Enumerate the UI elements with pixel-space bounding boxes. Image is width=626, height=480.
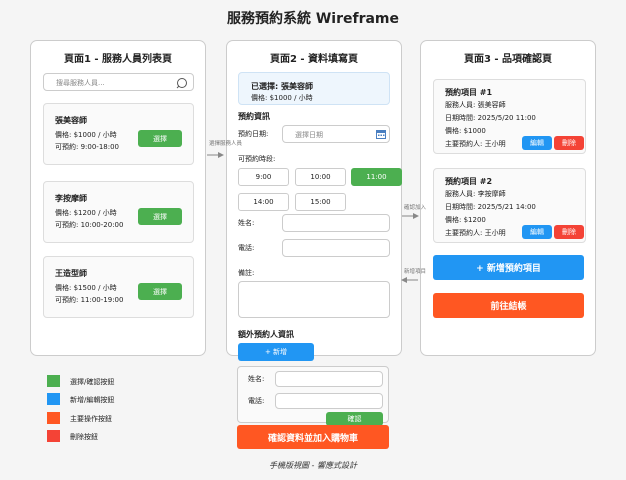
booking-main-booker: 主要預約人: 王小明 — [445, 229, 506, 237]
search-placeholder: 搜尋服務人員... — [56, 79, 105, 87]
booking-main-booker: 主要預約人: 王小明 — [445, 140, 506, 148]
edit-button[interactable]: 編輯 — [522, 136, 552, 150]
legend-label: 選擇/確認按鈕 — [70, 378, 115, 386]
legend-label: 刪除按鈕 — [70, 433, 98, 441]
name-label: 姓名: — [238, 219, 255, 227]
search-input[interactable]: 搜尋服務人員... — [43, 73, 194, 91]
page1-panel: 頁面1 - 服務人員列表頁 搜尋服務人員... 張美容師 價格: $1000 /… — [30, 40, 206, 356]
date-label: 預約日期: — [238, 130, 269, 138]
staff-name: 王造型師 — [55, 269, 87, 278]
page2-title: 頁面2 - 資料填寫頁 — [269, 54, 359, 65]
time-slot-selected[interactable]: 11:00 — [351, 168, 402, 186]
add-to-cart-button[interactable]: 確認資料並加入購物車 — [237, 425, 389, 449]
arrow-label-select: 選擇服務人員 — [209, 141, 243, 147]
page3-title: 頁面3 - 品項確認頁 — [463, 54, 553, 65]
staff-card-3: 王造型師 價格: $1500 / 小時 可預約: 11:00-19:00 選擇 — [43, 256, 194, 318]
staff-availability: 可預約: 9:00-18:00 — [55, 143, 120, 151]
time-slot[interactable]: 9:00 — [238, 168, 289, 186]
booking-price: 價格: $1200 — [445, 216, 486, 224]
search-icon — [176, 78, 187, 89]
booking-section-heading: 預約資訊 — [238, 112, 270, 121]
extra-name-label: 姓名: — [248, 375, 265, 383]
selected-price: 價格: $1000 / 小時 — [251, 94, 313, 102]
time-slot[interactable]: 10:00 — [295, 168, 346, 186]
add-booker-button[interactable]: + 新增 — [238, 343, 314, 361]
time-slot[interactable]: 14:00 — [238, 193, 289, 211]
extra-booker-form: 姓名: 電話: 確認 — [237, 366, 389, 426]
calendar-icon — [376, 130, 386, 139]
staff-card-1: 張美容師 價格: $1000 / 小時 可預約: 9:00-18:00 選擇 — [43, 103, 194, 165]
date-input[interactable]: 選擇日期 — [282, 125, 390, 143]
note-label: 備註: — [238, 269, 255, 277]
legend-swatch-delete — [47, 430, 60, 442]
booking-datetime: 日期時間: 2025/5/21 14:00 — [445, 203, 536, 211]
staff-price: 價格: $1500 / 小時 — [55, 284, 117, 292]
selected-staff: 已選擇: 張美容師 — [251, 82, 313, 91]
booking-price: 價格: $1000 — [445, 127, 486, 135]
booking-staff: 服務人員: 張美容師 — [445, 101, 506, 109]
legend-swatch-select — [47, 375, 60, 387]
staff-card-2: 李按摩師 價格: $1200 / 小時 可預約: 10:00-20:00 選擇 — [43, 181, 194, 243]
select-staff-button[interactable]: 選擇 — [138, 130, 182, 147]
delete-button[interactable]: 刪除 — [554, 136, 584, 150]
booking-item-2: 預約項目 #2 服務人員: 李按摩師 日期時間: 2025/5/21 14:00… — [433, 168, 586, 243]
select-staff-button[interactable]: 選擇 — [138, 208, 182, 225]
add-booking-item-button[interactable]: + 新增預約項目 — [433, 255, 584, 280]
booking-item-title: 預約項目 #1 — [445, 88, 493, 97]
selected-staff-summary: 已選擇: 張美容師 價格: $1000 / 小時 — [238, 72, 390, 105]
note-textarea[interactable] — [238, 281, 390, 318]
staff-name: 李按摩師 — [55, 194, 87, 203]
booking-staff: 服務人員: 李按摩師 — [445, 190, 506, 198]
extra-booker-heading: 額外預約人資訊 — [238, 330, 294, 339]
page2-panel: 頁面2 - 資料填寫頁 已選擇: 張美容師 價格: $1000 / 小時 預約資… — [226, 40, 402, 361]
extra-confirm-button[interactable]: 確認 — [326, 412, 383, 426]
staff-name: 張美容師 — [55, 116, 87, 125]
staff-price: 價格: $1200 / 小時 — [55, 209, 117, 217]
date-placeholder: 選擇日期 — [295, 131, 323, 139]
staff-price: 價格: $1000 / 小時 — [55, 131, 117, 139]
select-staff-button[interactable]: 選擇 — [138, 283, 182, 300]
phone-label: 電話: — [238, 244, 255, 252]
time-slot[interactable]: 15:00 — [295, 193, 346, 211]
delete-button[interactable]: 刪除 — [554, 225, 584, 239]
extra-name-input[interactable] — [275, 371, 383, 387]
extra-phone-input[interactable] — [275, 393, 383, 409]
page1-title: 頁面1 - 服務人員列表頁 — [63, 54, 173, 65]
slot-label: 可預約時段: — [238, 155, 276, 163]
checkout-button[interactable]: 前往結帳 — [433, 293, 584, 318]
arrow-label-add: 新增項目 — [404, 269, 427, 275]
legend-label: 新增/編輯按鈕 — [70, 396, 115, 404]
arrow-label-confirm: 確認加入 — [404, 205, 427, 211]
legend-swatch-primary — [47, 412, 60, 424]
edit-button[interactable]: 編輯 — [522, 225, 552, 239]
staff-availability: 可預約: 11:00-19:00 — [55, 296, 124, 304]
diagram-title: 服務預約系統 Wireframe — [226, 11, 400, 27]
booking-datetime: 日期時間: 2025/5/20 11:00 — [445, 114, 536, 122]
legend-swatch-add-edit — [47, 393, 60, 405]
name-input[interactable] — [282, 214, 390, 232]
booking-item-title: 預約項目 #2 — [445, 177, 493, 186]
legend-label: 主要操作按鈕 — [70, 415, 112, 423]
staff-availability: 可預約: 10:00-20:00 — [55, 221, 124, 229]
phone-input[interactable] — [282, 239, 390, 257]
diagram-caption: 手機版視圖 - 響應式設計 — [269, 461, 357, 470]
booking-item-1: 預約項目 #1 服務人員: 張美容師 日期時間: 2025/5/20 11:00… — [433, 79, 586, 154]
extra-phone-label: 電話: — [248, 397, 265, 405]
page3-panel: 頁面3 - 品項確認頁 預約項目 #1 服務人員: 張美容師 日期時間: 202… — [420, 40, 596, 356]
